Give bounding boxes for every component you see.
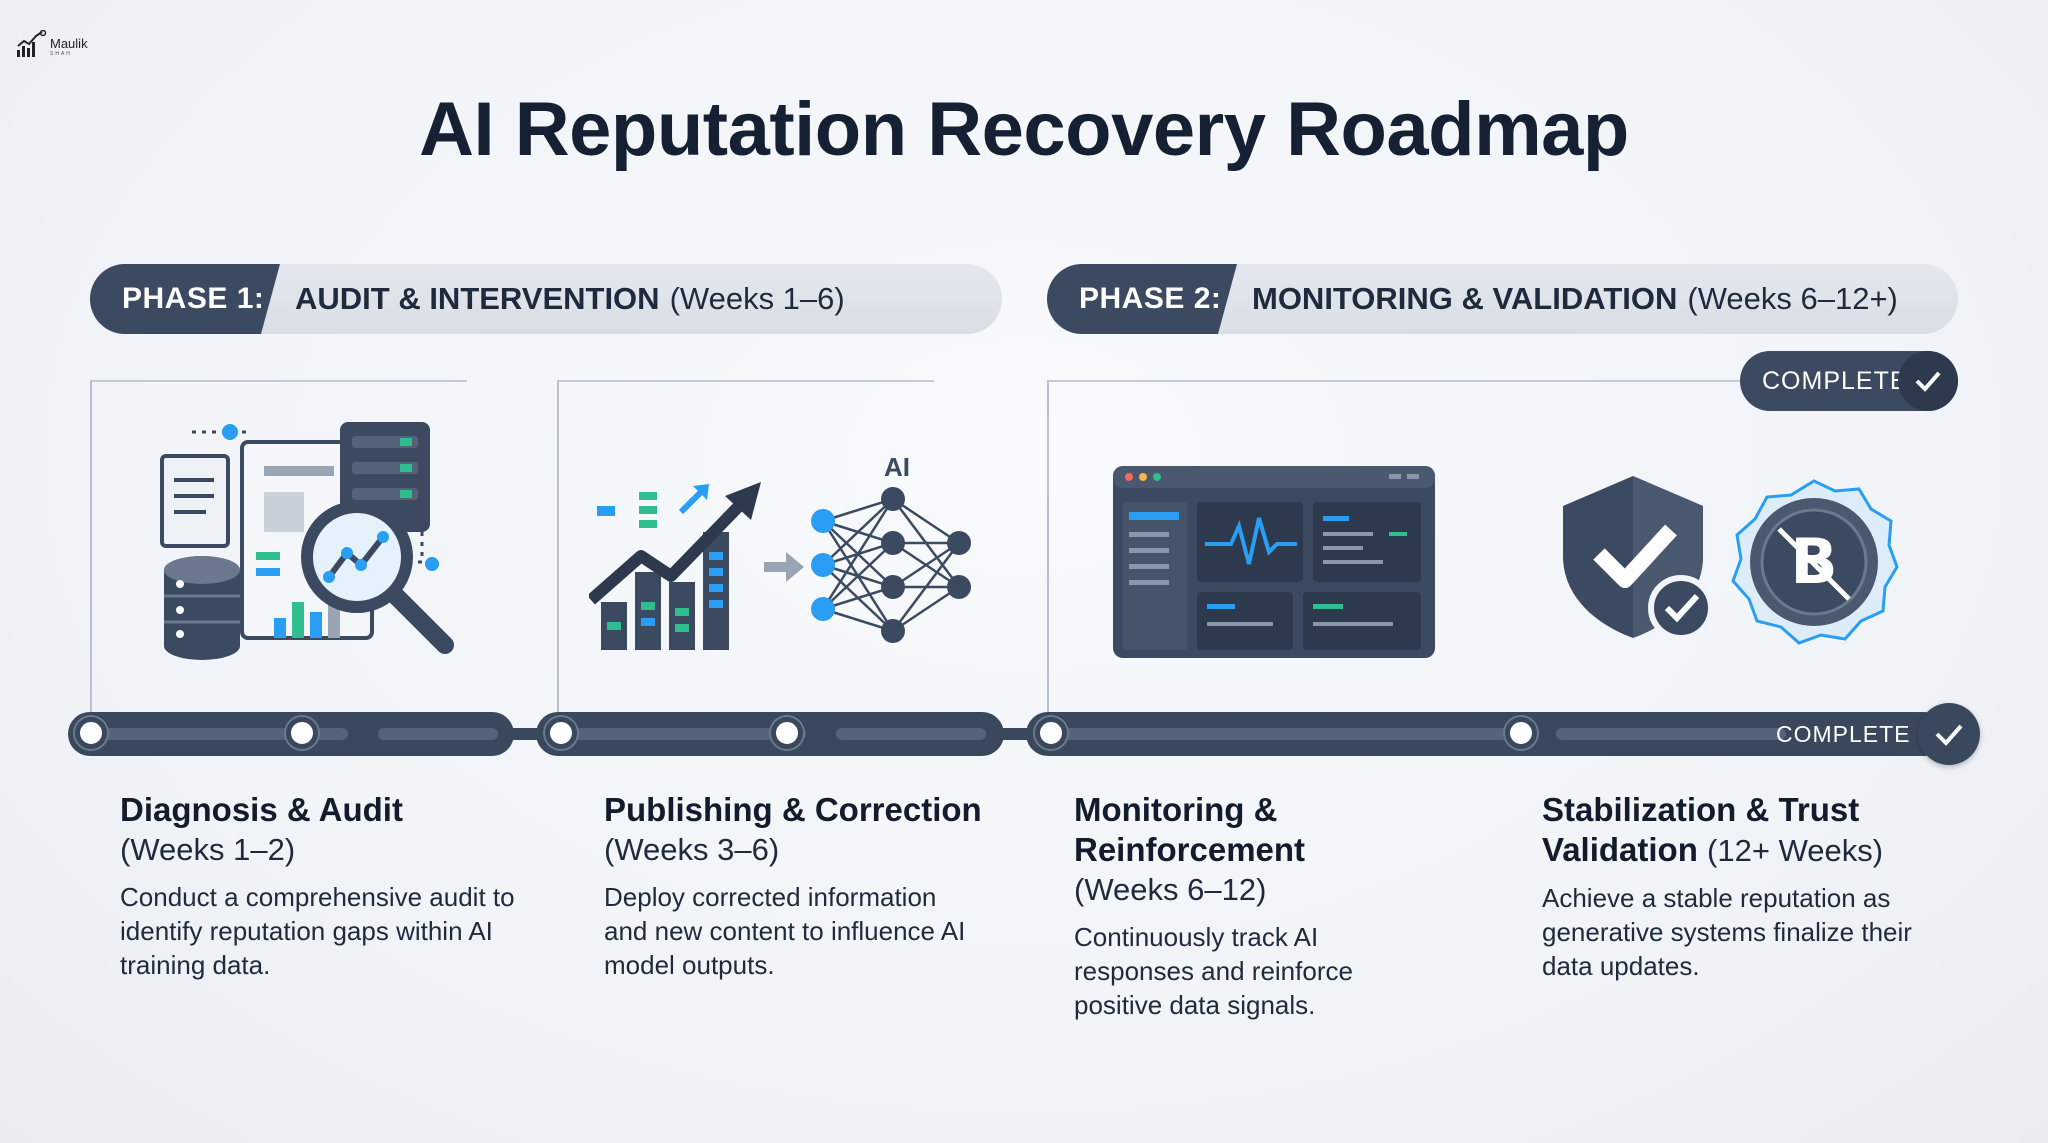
phase-2-tag: PHASE 2: xyxy=(1047,264,1237,334)
step-2-name: Publishing & Correction xyxy=(604,791,982,828)
step-4-description: Achieve a stable reputation as generativ… xyxy=(1542,883,1912,981)
phase-2-weeks: (Weeks 6–12+) xyxy=(1687,281,1898,316)
brand-subtext: SHAH xyxy=(50,51,72,57)
step-diagnosis: Diagnosis & Audit (Weeks 1–2) Conduct a … xyxy=(120,790,560,982)
timeline-complete-label: COMPLETE xyxy=(1776,720,1911,747)
timeline-segment-2 xyxy=(536,712,1004,756)
step-4-weeks: (12+ Weeks) xyxy=(1707,833,1884,868)
step-1-weeks: (Weeks 1–2) xyxy=(120,832,296,867)
step-3-description: Continuously track AI responses and rein… xyxy=(1074,922,1353,1020)
step-2-description: Deploy corrected information and new con… xyxy=(604,882,966,980)
step-stabilization: Stabilization & Trust Validation (12+ We… xyxy=(1542,790,1982,983)
brand-name: Maulik xyxy=(50,36,88,51)
phase-2-title: MONITORING & VALIDATION (Weeks 6–12+) xyxy=(1252,264,1898,334)
diagnosis-card xyxy=(90,380,467,722)
page-title: AI Reputation Recovery Roadmap xyxy=(419,87,1629,172)
phase-2-name: MONITORING & VALIDATION xyxy=(1252,281,1678,316)
step-4-name-line1: Stabilization & Trust xyxy=(1542,791,1860,828)
growth-chart-icon xyxy=(589,482,761,650)
publishing-card: AI xyxy=(557,380,971,722)
trust-seal-icon: B xyxy=(1731,479,1899,645)
step-1-name: Diagnosis & Audit xyxy=(120,791,403,828)
phase-1-header: PHASE 1: AUDIT & INTERVENTION (Weeks 1–6… xyxy=(90,264,1002,334)
timeline-node-1 xyxy=(286,717,318,749)
phase-1-name: AUDIT & INTERVENTION xyxy=(295,281,660,316)
timeline-node-4 xyxy=(1035,717,1067,749)
step-2-weeks: (Weeks 3–6) xyxy=(604,832,780,867)
magnifier-icon xyxy=(301,501,454,654)
monitoring-dashboard-icon xyxy=(1113,466,1435,658)
phase-1-weeks: (Weeks 1–6) xyxy=(669,281,845,316)
timeline-node-3 xyxy=(771,717,803,749)
card-complete-label: COMPLETE xyxy=(1762,366,1908,395)
checkmark-icon xyxy=(1898,351,1958,411)
card-complete-badge: COMPLETE xyxy=(1740,351,1958,411)
timeline-node-start xyxy=(75,717,107,749)
monitoring-card: B xyxy=(1047,380,1919,722)
timeline-node-5 xyxy=(1505,717,1537,749)
step-3-weeks: (Weeks 6–12) xyxy=(1074,872,1267,907)
checkmark-icon xyxy=(1935,724,1963,746)
step-3-name: Monitoring & Reinforcement xyxy=(1074,791,1306,868)
phase-1-tag: PHASE 1: xyxy=(90,264,280,334)
phase-1-title: AUDIT & INTERVENTION (Weeks 1–6) xyxy=(295,264,845,334)
timeline-node-2 xyxy=(545,717,577,749)
phase-2-header: PHASE 2: MONITORING & VALIDATION (Weeks … xyxy=(1047,264,1958,334)
brand-logo: Maulik SHAH xyxy=(16,26,102,62)
ai-label: AI xyxy=(884,452,910,482)
step-4-name-line2: Validation (12+ Weeks) xyxy=(1542,830,1982,871)
timeline-segment-3 xyxy=(1026,712,1946,756)
step-publishing: Publishing & Correction (Weeks 3–6) Depl… xyxy=(604,790,1044,982)
chart-logo-icon xyxy=(17,30,47,57)
step-4-name-line2-text: Validation xyxy=(1542,831,1698,868)
shield-check-icon xyxy=(1563,476,1714,641)
step-monitoring: Monitoring & Reinforcement (Weeks 6–12) … xyxy=(1074,790,1514,1022)
database-icon xyxy=(164,556,240,660)
step-1-description: Conduct a comprehensive audit to identif… xyxy=(120,882,515,980)
timeline-end-check xyxy=(1918,703,1980,765)
neural-network-icon xyxy=(811,487,971,643)
arrow-right-icon xyxy=(764,552,804,582)
